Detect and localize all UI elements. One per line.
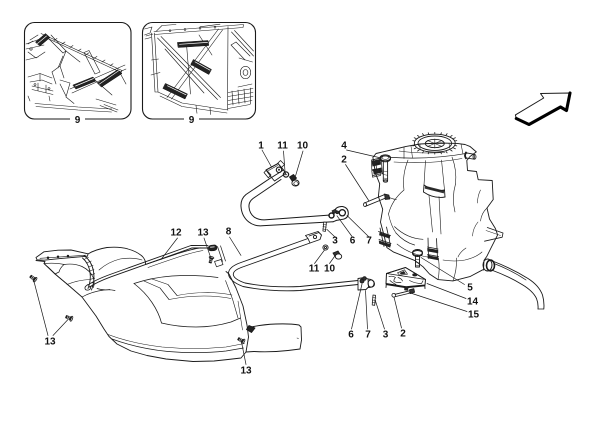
svg-text:3: 3: [332, 236, 338, 247]
svg-text:3: 3: [383, 330, 389, 341]
svg-text:7: 7: [366, 236, 372, 247]
svg-text:15: 15: [468, 310, 480, 321]
svg-text:13: 13: [44, 337, 56, 348]
svg-text:10: 10: [324, 264, 336, 275]
svg-text:5: 5: [467, 283, 473, 294]
svg-text:13: 13: [197, 228, 209, 239]
svg-text:4: 4: [341, 141, 347, 152]
svg-text:2: 2: [341, 155, 347, 166]
svg-text:2: 2: [400, 329, 406, 340]
svg-text:9: 9: [189, 115, 195, 126]
svg-text:8: 8: [226, 227, 232, 238]
svg-text:11: 11: [277, 141, 288, 152]
svg-text:12: 12: [170, 228, 182, 239]
svg-text:1: 1: [258, 141, 264, 152]
svg-text:14: 14: [467, 297, 479, 308]
svg-text:6: 6: [348, 330, 354, 341]
svg-text:6: 6: [350, 236, 356, 247]
svg-text:13: 13: [240, 366, 252, 377]
svg-text:7: 7: [365, 330, 371, 341]
svg-text:11: 11: [309, 264, 320, 275]
svg-text:9: 9: [75, 115, 81, 126]
svg-text:10: 10: [297, 141, 309, 152]
